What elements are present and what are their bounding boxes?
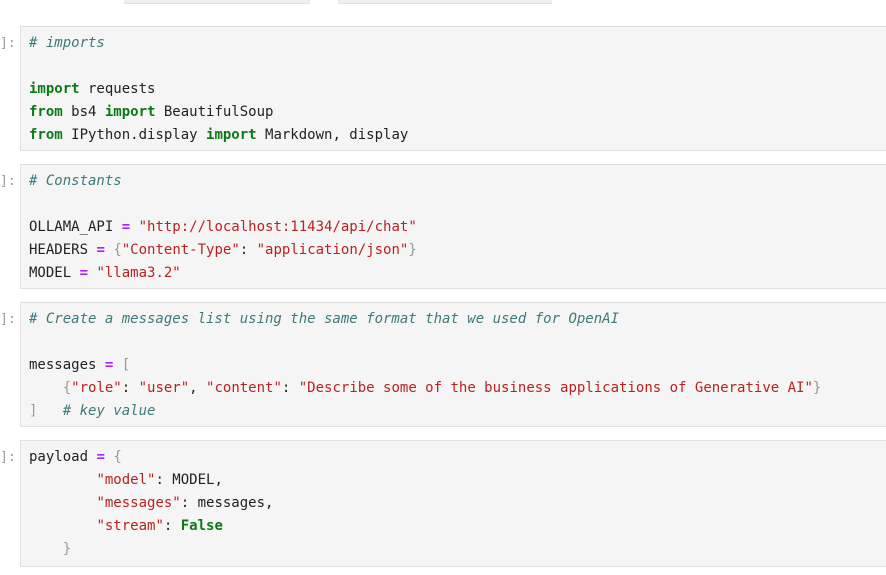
code-token: = bbox=[104, 357, 114, 373]
code-token: messages bbox=[29, 357, 105, 373]
code-cell-messages[interactable]: # Create a messages list using the same … bbox=[20, 302, 886, 427]
code-token: { bbox=[62, 380, 72, 396]
code-token: MODEL bbox=[29, 265, 80, 281]
code-token: import bbox=[104, 104, 156, 120]
code-line: from IPython.display import Markdown, di… bbox=[29, 124, 408, 147]
code-line: from bs4 import BeautifulSoup bbox=[29, 101, 408, 124]
code-token: payload bbox=[29, 449, 97, 465]
code-token: { bbox=[113, 242, 122, 258]
code-cell-payload[interactable]: payload = { "model": MODEL, "messages": … bbox=[20, 440, 886, 567]
cell-code[interactable]: # Create a messages list using the same … bbox=[29, 308, 821, 423]
code-token: "stream" bbox=[96, 518, 164, 534]
code-line: "model": MODEL, bbox=[29, 469, 273, 492]
code-token: import bbox=[29, 81, 80, 97]
code-line bbox=[29, 193, 417, 216]
code-line: # Constants bbox=[29, 170, 417, 193]
code-line: {"role": "user", "content": "Describe so… bbox=[29, 377, 822, 400]
code-token: = bbox=[79, 265, 89, 281]
code-token: : bbox=[121, 380, 139, 396]
code-token: "llama3.2" bbox=[96, 265, 181, 281]
code-token: import bbox=[206, 127, 257, 143]
code-line: "stream": False bbox=[29, 515, 273, 538]
cell-prompt: ]: bbox=[0, 312, 16, 327]
code-token: "messages" bbox=[96, 495, 181, 511]
code-line: "messages": messages, bbox=[29, 492, 273, 515]
code-token: "content" bbox=[206, 380, 282, 396]
code-token: # imports bbox=[29, 35, 105, 51]
code-token: # Create a messages list using the same … bbox=[29, 311, 620, 327]
code-token: IPython.display bbox=[62, 127, 207, 143]
code-token: from bbox=[29, 127, 63, 143]
code-line bbox=[29, 331, 821, 354]
code-token: , bbox=[189, 380, 207, 396]
code-token bbox=[113, 357, 121, 373]
code-token bbox=[37, 403, 62, 419]
code-line: messages = [ bbox=[29, 354, 821, 377]
code-token: "role" bbox=[71, 380, 122, 396]
code-token: } bbox=[812, 380, 822, 396]
code-token: False bbox=[180, 518, 223, 534]
code-token: # key value bbox=[62, 403, 156, 419]
code-token: [ bbox=[121, 357, 131, 373]
code-token: "user" bbox=[138, 380, 190, 396]
code-token: "application/json" bbox=[256, 242, 409, 258]
toolbar-tab[interactable] bbox=[124, 0, 310, 4]
code-token: = bbox=[96, 449, 105, 465]
code-line: HEADERS = {"Content-Type": "application/… bbox=[29, 239, 417, 262]
code-token: from bbox=[29, 104, 63, 120]
code-line: # Create a messages list using the same … bbox=[29, 308, 821, 331]
code-token: ] bbox=[29, 403, 38, 419]
code-token: OLLAMA_API bbox=[29, 219, 122, 235]
code-token: # Constants bbox=[29, 173, 122, 189]
cell-prompt: ]: bbox=[0, 36, 16, 51]
code-line: ] # key value bbox=[29, 400, 821, 423]
code-token: "Describe some of the business applicati… bbox=[298, 380, 813, 396]
code-token: : bbox=[239, 242, 257, 258]
code-token bbox=[29, 518, 96, 534]
code-token: = bbox=[121, 219, 131, 235]
cell-prompt: ]: bbox=[0, 450, 16, 465]
cell-code[interactable]: payload = { "model": MODEL, "messages": … bbox=[29, 446, 273, 561]
code-line: MODEL = "llama3.2" bbox=[29, 262, 417, 285]
code-token: { bbox=[113, 449, 122, 465]
code-token bbox=[29, 380, 63, 396]
code-token: = bbox=[96, 242, 105, 258]
code-line: OLLAMA_API = "http://localhost:11434/api… bbox=[29, 216, 417, 239]
code-token: : messages, bbox=[180, 495, 274, 511]
code-line: # imports bbox=[29, 32, 408, 55]
code-line: import requests bbox=[29, 78, 408, 101]
code-token: BeautifulSoup bbox=[155, 104, 274, 120]
code-token: "http://localhost:11434/api/chat" bbox=[138, 219, 417, 235]
code-token: requests bbox=[79, 81, 156, 97]
code-token bbox=[29, 472, 96, 488]
code-token: } bbox=[408, 242, 417, 258]
code-token: } bbox=[62, 541, 72, 557]
code-line: } bbox=[29, 538, 273, 561]
code-token bbox=[130, 219, 138, 235]
code-token: : bbox=[163, 518, 181, 534]
cell-prompt: ]: bbox=[0, 174, 16, 189]
code-line: payload = { bbox=[29, 446, 273, 469]
code-token bbox=[29, 541, 63, 557]
code-token: bs4 bbox=[62, 104, 105, 120]
code-token: : MODEL, bbox=[155, 472, 223, 488]
code-token: Markdown, display bbox=[256, 127, 409, 143]
code-token: "Content-Type" bbox=[121, 242, 240, 258]
code-token: "model" bbox=[96, 472, 156, 488]
code-token: HEADERS bbox=[29, 242, 97, 258]
toolbar-tab[interactable] bbox=[338, 0, 552, 4]
code-line bbox=[29, 55, 408, 78]
code-token bbox=[29, 495, 96, 511]
code-token: : bbox=[281, 380, 299, 396]
